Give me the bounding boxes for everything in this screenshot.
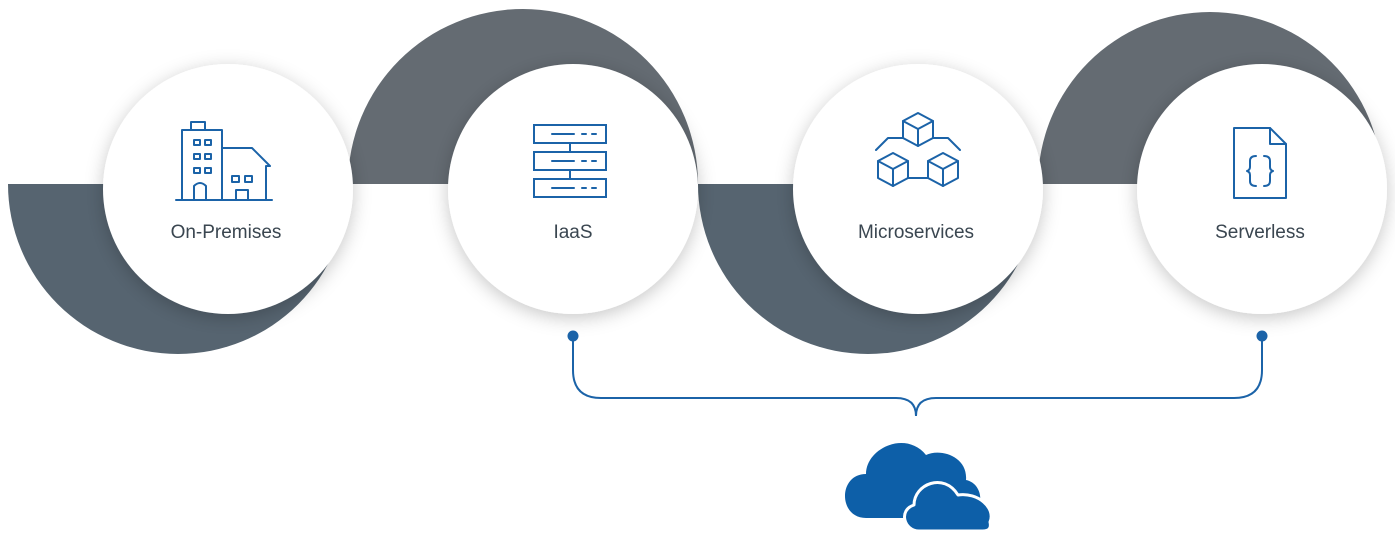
code-file-icon <box>1233 127 1287 199</box>
cubes-icon <box>875 112 961 187</box>
stage-label-on-premises: On-Premises <box>171 222 282 243</box>
stage-circle-serverless <box>1137 64 1387 314</box>
bracket-connector <box>572 336 1263 417</box>
building-icon <box>175 121 273 201</box>
connector-dot-serverless <box>1256 330 1268 342</box>
stage-label-iaas: IaaS <box>553 222 592 243</box>
stage-circle-microservices <box>793 64 1043 314</box>
stage-circle-on-premises <box>103 64 353 314</box>
stage-label-microservices: Microservices <box>858 222 974 243</box>
stage-label-serverless: Serverless <box>1215 222 1305 243</box>
connector-dot-iaas <box>567 330 579 342</box>
server-rack-icon <box>533 124 607 198</box>
cloud-icon <box>845 443 993 533</box>
